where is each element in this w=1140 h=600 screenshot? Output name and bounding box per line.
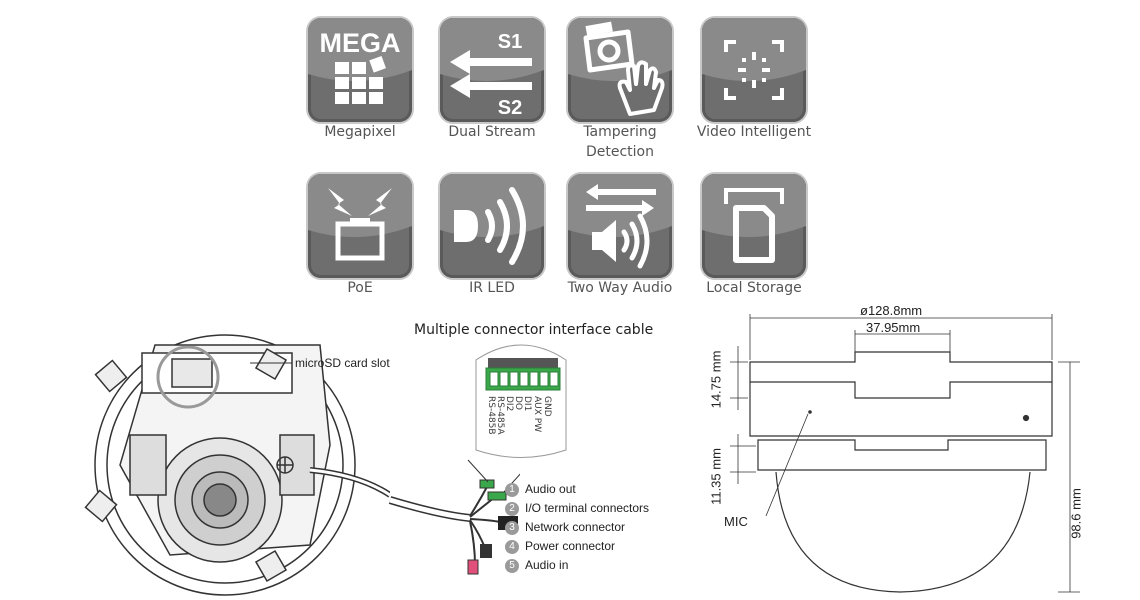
cable-title: Multiple connector interface cable [414, 322, 654, 338]
sd-slot-label: microSD card slot [295, 356, 390, 370]
video-intelligent-icon [702, 18, 806, 100]
tampering-icon [568, 18, 672, 116]
local-storage-label: Local Storage [706, 280, 802, 296]
connector-item-3: 3 Network connector [505, 520, 625, 535]
connector-label-2: I/O terminal connectors [525, 501, 650, 515]
connector-label-1: Audio out [525, 482, 576, 496]
stream-s2-text: S2 [498, 97, 522, 119]
audio-out-plug [479, 479, 495, 489]
ir-led-tile [440, 174, 544, 278]
local-storage-tile [702, 174, 806, 278]
pin-aux-pw: AUX PW [532, 396, 542, 433]
megapixel-tile: MEGA [308, 18, 412, 122]
poe-label: PoE [347, 280, 373, 296]
side-view-drawing [730, 314, 1080, 593]
tampering-tile [568, 18, 672, 122]
two-way-audio-icon [568, 174, 672, 269]
connector-num-5: 5 [505, 558, 519, 573]
local-storage-icon [702, 174, 806, 263]
connector-num-4: 4 [505, 539, 519, 554]
pin-do: DO [513, 396, 523, 411]
pin-di2: DI2 [504, 396, 514, 412]
diameter-dimension: ø128.8mm [860, 303, 923, 318]
pin-rs485b: RS-485B [486, 396, 496, 435]
terminal-callout-circle [475, 344, 567, 458]
ir-led-icon [440, 174, 544, 265]
pin-di1: DI1 [522, 396, 532, 412]
connector-item-4: 4 Power connector [505, 539, 615, 554]
connector-item-1: 1 Audio out [505, 482, 576, 497]
stream-s1-text: S1 [498, 31, 522, 53]
connector-num-1: 1 [505, 482, 519, 497]
connector-label-3: Network connector [525, 520, 626, 534]
total-height-dimension: 98.6 mm [1068, 488, 1084, 539]
megapixel-icon-text: MEGA [320, 28, 401, 58]
two-way-audio-tile [568, 174, 672, 278]
connector-num-2: 2 [505, 501, 519, 516]
terminal-pin-labels: GND AUX PW DI1 DO DI2 RS-485A RS-485B [484, 396, 574, 456]
dual-stream-label: Dual Stream [448, 124, 536, 140]
poe-tile [308, 174, 412, 278]
connector-item-2: 2 I/O terminal connectors [505, 501, 649, 516]
mid-height-dimension: 11.35 mm [708, 448, 724, 505]
tampering-label: Tampering Detection [583, 124, 657, 160]
top-width-dimension: 37.95mm [866, 320, 921, 335]
poe-icon [308, 174, 412, 261]
pin-rs485a: RS-485A [495, 396, 505, 435]
terminal-plug [487, 491, 507, 501]
mic-label: MIC [724, 514, 748, 529]
connector-item-5: 5 Audio in [505, 558, 568, 573]
connector-label-5: Audio in [525, 558, 569, 572]
two-way-audio-label: Two Way Audio [567, 280, 673, 296]
camera-internal-drawing [84, 334, 390, 596]
video-intelligent-label: Video Intelligent [696, 124, 812, 140]
connector-num-3: 3 [505, 520, 519, 535]
dual-stream-icon: S1 S2 [440, 18, 544, 119]
pin-gnd: GND [542, 396, 552, 417]
terminal-block-detail [485, 358, 561, 391]
ir-led-label: IR LED [469, 280, 515, 296]
dual-stream-tile: S1 S2 [440, 18, 544, 122]
connector-label-4: Power connector [525, 539, 616, 553]
power-plug [480, 544, 492, 558]
audio-in-plug [467, 559, 479, 575]
top-height-dimension: 14.75 mm [708, 350, 724, 409]
megapixel-label: Megapixel [324, 124, 396, 140]
video-intelligent-tile [702, 18, 806, 122]
megapixel-icon: MEGA [308, 18, 412, 104]
